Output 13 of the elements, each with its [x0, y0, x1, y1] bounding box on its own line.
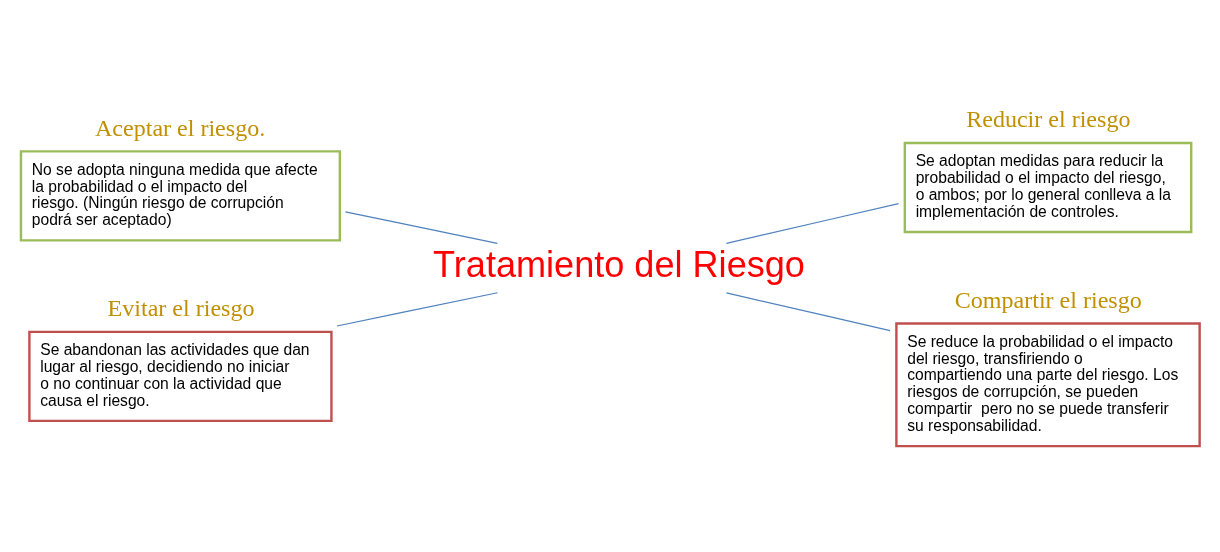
- connector: [344, 210, 498, 244]
- connector: [725, 202, 900, 244]
- node-box: Se abandonan las actividades que dan lugar al riesgo, decidiendo no iniciar o no continuar con la actividad que causa el riesgo.: [28, 330, 333, 422]
- node-box: Se reduce la probabilidad o el impacto del riesgo, transfiriendo o compartiendo una parte del riesgo. Los riesgos de corrupción, se pueden compartir pero no se puede transferir su responsabilidad.: [895, 321, 1201, 447]
- node-label: Compartir el riesgo: [954, 286, 1142, 313]
- node-text: Tratamiento del Riesgo: [433, 243, 805, 285]
- node-box: Se adoptan medidas para reducir la probabilidad o el impacto del riesgo, o ambos; por lo general conlleva a la implementación de controles.: [903, 141, 1193, 233]
- connector: [336, 291, 499, 327]
- node-label: Evitar el riesgo: [107, 294, 255, 321]
- node-label: Aceptar el riesgo.: [94, 114, 266, 141]
- connector: [725, 291, 891, 331]
- node-label: Reducir el riesgo: [966, 105, 1131, 132]
- node-box: No se adopta ninguna medida que afecte la probabilidad o el impacto del riesgo. (Ningún riesgo de corrupción podrá ser aceptado): [19, 149, 342, 242]
